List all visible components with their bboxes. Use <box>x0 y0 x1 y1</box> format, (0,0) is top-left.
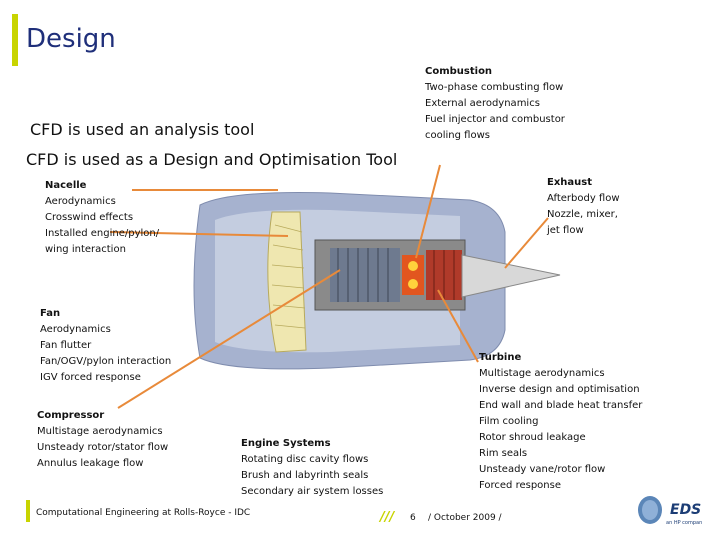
flame-1 <box>408 261 418 271</box>
turbine-heading: Turbine <box>479 352 522 363</box>
nacelle-heading: Nacelle <box>45 180 87 191</box>
nacelle-item: Aerodynamics <box>45 196 116 207</box>
fan-item: Aerodynamics <box>40 324 111 335</box>
turbine-item: Rotor shroud leakage <box>479 432 586 443</box>
turbine-item: Inverse design and optimisation <box>479 384 640 395</box>
combustion-item: cooling flows <box>425 130 490 141</box>
compressor-item: Annulus leakage flow <box>37 458 144 469</box>
page-number: 6 <box>410 513 416 523</box>
fan-heading: Fan <box>40 308 61 319</box>
turbine-item: Unsteady vane/rotor flow <box>479 464 606 475</box>
fan-item: Fan flutter <box>40 340 92 351</box>
compressor-heading: Compressor <box>37 410 105 421</box>
fan-item: Fan/OGV/pylon interaction <box>40 356 172 367</box>
exhaust-heading: Exhaust <box>547 177 592 188</box>
exhaust-item: Afterbody flow <box>547 193 620 204</box>
title-accent-bar <box>12 14 18 66</box>
compressor-item: Unsteady rotor/stator flow <box>37 442 169 453</box>
svg-text:EDS: EDS <box>670 502 701 518</box>
flame-2 <box>408 279 418 289</box>
engine-systems-item: Secondary air system losses <box>241 486 384 497</box>
footer-date: / October 2009 / <box>428 513 502 523</box>
engine-systems-item: Rotating disc cavity flows <box>241 454 369 465</box>
svg-text:an HP company: an HP company <box>666 520 702 526</box>
compressor-label: Compressor Multistage aerodynamics Unste… <box>37 408 168 472</box>
compressor-item: Multistage aerodynamics <box>37 426 163 437</box>
footer-slashes: /// <box>380 510 395 525</box>
fan-blades <box>267 211 307 353</box>
fan-item: IGV forced response <box>40 372 141 383</box>
nacelle-item: Installed engine/pylon/ <box>45 228 160 239</box>
turbine-item: End wall and blade heat transfer <box>479 400 643 411</box>
fan-label: Fan Aerodynamics Fan flutter Fan/OGV/pyl… <box>40 306 171 386</box>
combustion-label: Combustion Two-phase combusting flow Ext… <box>425 64 565 144</box>
footer-title: Computational Engineering at Rolls-Royce… <box>36 508 251 518</box>
exhaust-label: Exhaust Afterbody flow Nozzle, mixer, je… <box>547 175 620 239</box>
exhaust-cone <box>461 254 561 298</box>
line-analysis-tool: CFD is used an analysis tool <box>30 120 255 139</box>
engine-systems-label: Engine Systems Rotating disc cavity flow… <box>241 436 383 500</box>
compressor-stages <box>330 248 400 302</box>
exhaust-item: jet flow <box>547 225 584 236</box>
combustion-item: Two-phase combusting flow <box>425 82 564 93</box>
slide-title: Design <box>26 24 116 54</box>
turbine-item: Film cooling <box>479 416 539 427</box>
nacelle-item: Crosswind effects <box>45 212 134 223</box>
turbine-label: Turbine Multistage aerodynamics Inverse … <box>479 350 642 494</box>
nacelle-label: Nacelle Aerodynamics Crosswind effects I… <box>45 178 159 258</box>
turbine-item: Multistage aerodynamics <box>479 368 605 379</box>
turbine-item: Rim seals <box>479 448 528 459</box>
eds-logo: EDS an HP company <box>636 492 705 528</box>
annotation-arrows <box>109 164 549 409</box>
exhaust-item: Nozzle, mixer, <box>547 209 618 220</box>
footer-accent-bar <box>26 500 30 522</box>
turbine-stage-lines <box>433 250 455 300</box>
combustion-item: Fuel injector and combustor <box>425 114 565 125</box>
turbine-item: Forced response <box>479 480 562 491</box>
engine-systems-heading: Engine Systems <box>241 438 331 449</box>
nacelle-item: wing interaction <box>45 244 126 255</box>
engine-systems-item: Brush and labyrinth seals <box>241 470 369 481</box>
line-design-tool: CFD is used as a Design and Optimisation… <box>26 150 398 169</box>
eds-logo-icon: EDS an HP company <box>638 496 705 526</box>
combustion-heading: Combustion <box>425 66 493 77</box>
combustor <box>402 255 424 295</box>
compressor-stage-lines <box>337 248 389 302</box>
combustion-item: External aerodynamics <box>425 98 540 109</box>
fan-blade-lines <box>271 224 306 329</box>
